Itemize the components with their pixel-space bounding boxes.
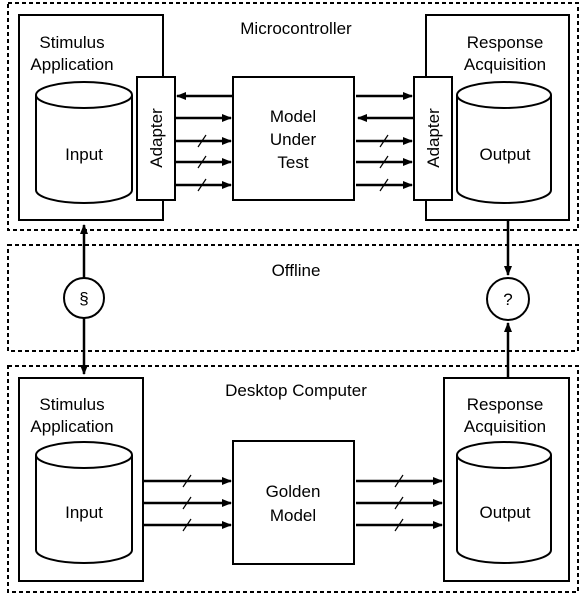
top-response-acquisition: Response Acquisition Output [413,14,570,221]
microcontroller-label: Microcontroller [240,19,352,38]
section-symbol: § [79,289,88,308]
bottom-response-line2: Acquisition [464,417,546,436]
bottom-stimulus-line2: Application [30,417,113,436]
bottom-left-bus-ticks [182,474,192,532]
desktop-label: Desktop Computer [225,381,367,400]
top-left-bus-ticks [197,134,207,192]
bottom-response-acquisition: Response Acquisition Output [443,377,570,582]
question-symbol: ? [503,290,512,309]
offline-region [7,244,579,352]
top-adapter-left-label: Adapter [147,108,166,168]
top-adapter-right-label-overlay: Adapter [424,108,443,168]
top-left-connections [175,92,233,189]
top-input-database-icon [35,81,133,204]
top-response-line1: Response [467,33,544,52]
top-model-line2: Under [270,130,317,149]
bottom-stimulus-line1: Stimulus [39,395,104,414]
top-output-label: Output [479,145,530,164]
bottom-output-database-icon [456,441,552,564]
bottom-model-line2: Model [270,506,316,525]
bottom-output-label: Output [479,503,530,522]
top-stimulus-line2: Application [30,55,113,74]
top-right-bus-ticks [379,134,389,192]
desktop-region [7,365,579,593]
microcontroller-region [7,2,579,231]
offline-label: Offline [272,261,321,280]
top-output-database-icon [456,81,552,204]
top-response-line2: Acquisition [464,55,546,74]
bottom-right-bus-ticks [394,474,404,532]
bottom-input-database-icon [35,441,133,564]
top-model-line1: Model [270,107,316,126]
bottom-model-line1: Golden [266,482,321,501]
top-stimulus-line1: Stimulus [39,33,104,52]
top-adapter-left: Adapter [136,76,176,201]
question-node: ? [486,277,530,321]
top-model-line3: Test [277,153,308,172]
top-model-under-test: Model Under Test [232,76,355,201]
bottom-response-line1: Response [467,395,544,414]
bottom-golden-model: Golden Model [232,440,355,565]
bottom-input-label: Input [65,503,103,522]
top-input-label: Input [65,145,103,164]
bottom-stimulus-application: Stimulus Application Input [18,377,144,582]
section-node: § [63,277,105,319]
